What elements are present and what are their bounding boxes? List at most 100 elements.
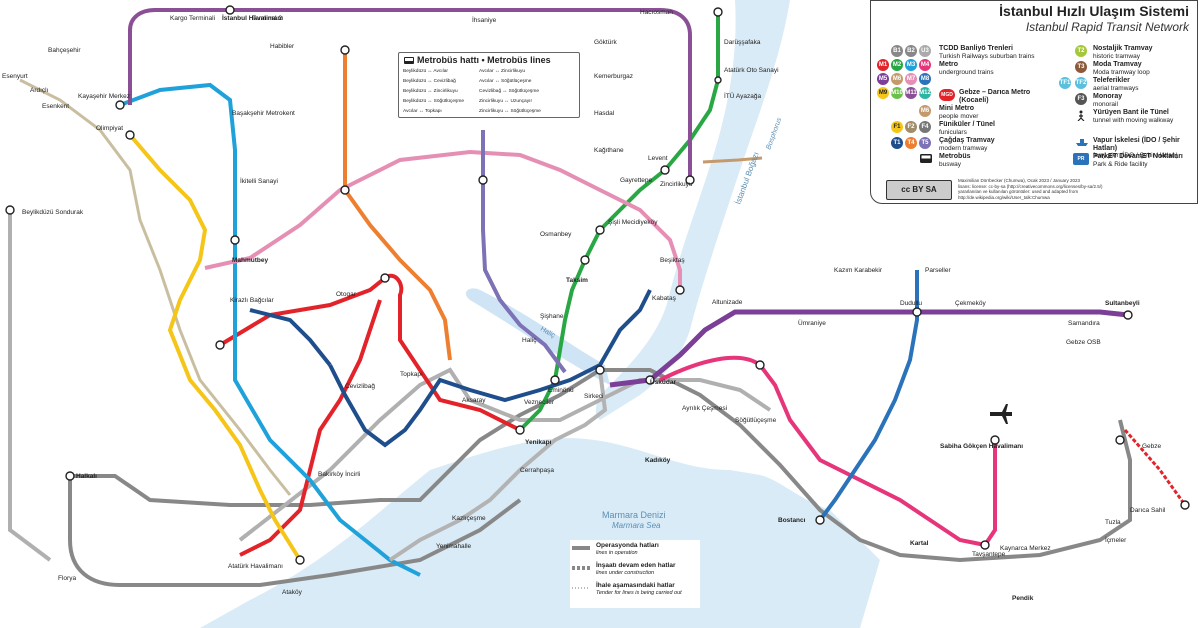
label-parseller: Parseller [925,267,951,274]
label-hasdal: Hasdal [594,110,615,117]
badge-m5: M5 [877,73,889,85]
marmara-sea [200,438,880,628]
m9-line [128,133,302,562]
badge-m1: M1 [877,59,889,71]
label-esenkent: Esenkent [42,103,69,110]
badge-u3: U3 [919,45,931,57]
m11-line [128,8,692,180]
label-kazim-karabekir: Kazım Karabekir [834,267,883,274]
label-sishane: Şişhane [540,313,564,320]
legend-mgd: Gebze – Darıca Metro (Kocaeli) [959,89,1031,104]
badge-f1: F1 [891,121,903,133]
license-text: Maximilian Dörrbecker (Chumwa), Ocak 202… [958,178,1103,200]
metrobus-icon [920,154,932,163]
badge-b1: B1 [891,45,903,57]
label-darussafaka: Darüşşafaka [724,39,761,46]
label-ikitelli: İkitelli Sanayi [240,176,278,185]
bus-icon [404,57,414,64]
label-esenyurt: Esenyurt [2,73,28,80]
m7-line [204,149,682,290]
golden-horn [465,288,610,385]
mb-row-1-a: Beylikdüzü ↔ Avcılar [403,69,448,74]
label-aksaray: Aksaray [462,397,486,404]
label-airport: İstanbul Havalimanı [222,14,283,22]
m1-line [218,273,521,432]
line-status-swatches [572,546,590,589]
badge-t5: T5 [919,137,931,149]
badge-mini-m6: M6 [919,105,931,117]
label-kayasehir: Kayaşehir Merkez [78,93,130,100]
badge-f4: F4 [919,121,931,133]
label-kazlicesme: Kazlıçeşme [452,515,486,522]
label-altunizade: Altunizade [712,299,743,306]
label-yenikapi: Yenikapı [525,439,552,446]
label-terminal2: Terminal 2 [252,15,282,22]
label-sogutlucesme: Söğütlüçeşme [735,417,777,424]
badge-t3: T3 [1075,61,1087,73]
badge-m11: M11 [905,87,917,99]
label-vezneciler: Vezneciler [524,399,555,406]
label-otogar: Otogar [336,291,357,298]
bosphorus-label-en: Bosphorus [765,116,783,150]
marmaray-asia [600,368,1132,563]
label-kargo: Kargo Terminali [170,15,215,22]
badge-f2: F2 [905,121,917,133]
label-pendik: Pendik [1012,595,1034,602]
badge-tf1: TF1 [1059,77,1071,89]
label-kadikoy: Kadıköy [645,457,671,464]
label-besiktas: Beşiktaş [660,257,685,264]
label-samandira: Samandıra [1068,320,1100,327]
label-gebze: Gebze OSB [1066,339,1101,346]
m1b-line [239,299,382,557]
badge-m8: M8 [919,73,931,85]
label-cerrahpasa: Cerrahpaşa [520,467,554,474]
label-sultanbeyli: Sultanbeyli [1105,300,1140,307]
label-darica-sahil: Darıca Sahil [1130,507,1166,514]
bosphorus [595,0,790,420]
mb-row-4-b: Zincirlikuyu ↔ Uzunçayır [479,99,533,104]
station-labels: İstanbul Havalimanı Kargo Terminali Term… [2,9,1166,602]
label-ardicli: Ardıçlı [30,87,49,94]
mb-row-2-a: Beylikdüzü ↔ Cevizlibağ [403,79,456,84]
sea-label-en: Marmara Sea [612,521,661,530]
mb-row-1-b: Avcılar ↔ Zincirlikuyu [479,69,526,74]
metrobus-legend-title: Metrobüs hattı • Metrobüs lines [417,55,551,65]
mb-row-2-b: Avcılar ↔ Söğütlüçeşme [479,79,532,84]
badge-t1: T1 [891,137,903,149]
m6-line [702,156,763,164]
badge-pr: PR [1073,153,1089,165]
label-yenimahalle: Yenimahalle [436,543,472,550]
label-gayrettepe: Gayrettepe [620,177,653,184]
label-beylikduzu: Beylikdüzü Sondurak [22,209,84,216]
walkway-icon [1077,110,1085,121]
label-tuzla: Tuzla [1105,519,1121,526]
metrobus-legend: Metrobüs hattı • Metrobüs lines Beylikdü… [398,52,580,118]
label-sabiha: Sabiha Gökçen Havalimanı [940,443,1023,450]
badge-mgd: MGD [939,89,955,101]
label-ataturk-oto: Atatürk Oto Sanayi [724,67,779,74]
legend-panel: İstanbul Hızlı Ulaşım Sistemi Istanbul R… [870,0,1198,204]
mb-row-5-b: Zincirlikuyu ↔ Söğütlüçeşme [479,109,541,114]
t1-line [328,289,652,448]
label-osmanbey: Osmanbey [540,231,572,238]
label-icmeler: İçmeler [1105,535,1127,544]
label-dudullu: Dudullu [900,300,922,307]
label-kagithane: Kağıthane [594,147,624,154]
label-kirazli: Kirazlı Bağcılar [230,297,275,304]
badge-m12: M12 [919,87,931,99]
badge-m7: M7 [905,73,917,85]
badge-m6: M6 [891,73,903,85]
ferry-icon [1076,139,1088,146]
label-uskudar: Üsküdar [650,377,676,386]
